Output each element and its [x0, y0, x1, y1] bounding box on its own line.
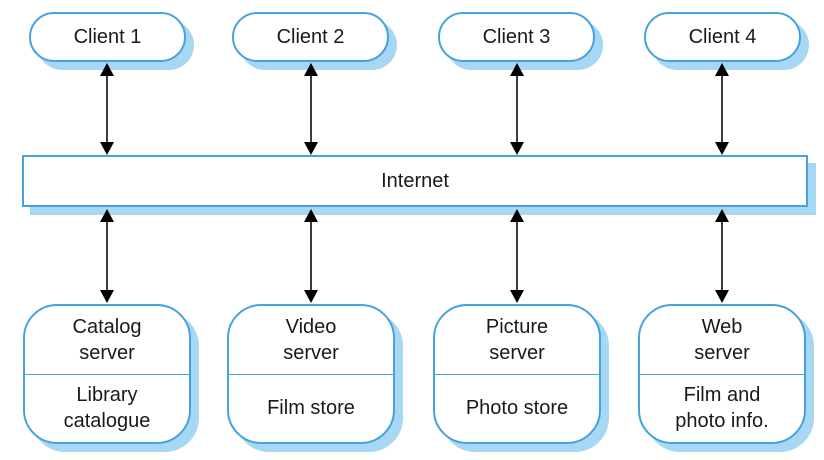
client4-internet-arrow: [714, 63, 730, 155]
client-3-label: Client 3: [482, 26, 551, 48]
arrow-up-head: [304, 63, 318, 76]
server-store-line: catalogue: [63, 410, 151, 433]
client2-internet-arrow: [303, 63, 319, 155]
server-divider: [435, 373, 599, 375]
server-divider: [640, 373, 804, 375]
arrow-up-head: [100, 209, 114, 222]
arrow-shaft: [516, 76, 518, 142]
arrow-up-head: [510, 63, 524, 76]
client-4-label: Client 4: [688, 26, 757, 48]
internet-web-server-arrow: [714, 209, 730, 303]
client-1-label: Client 1: [73, 26, 142, 48]
server-divider: [25, 373, 189, 375]
arrow-shaft: [106, 222, 108, 290]
web-server-node: Web server Film and photo info.: [638, 304, 806, 444]
picture-server-node: Picture server Photo store: [433, 304, 601, 444]
client-2-node: Client 2: [232, 12, 389, 62]
arrow-shaft: [516, 222, 518, 290]
arrow-shaft: [721, 76, 723, 142]
arrow-down-down: [715, 142, 729, 155]
client3-internet-arrow: [509, 63, 525, 155]
arrow-up-head: [304, 209, 318, 222]
arrow-down-head: [510, 142, 524, 155]
arrow-shaft: [310, 76, 312, 142]
client-4-node: Client 4: [644, 12, 801, 62]
server-name: Picture server: [435, 306, 599, 374]
arrow-down-head: [715, 290, 729, 303]
server-name-line: Picture: [485, 315, 549, 338]
server-store: Photo store: [435, 375, 599, 443]
server-name: Catalog server: [25, 306, 189, 374]
server-name-line: server: [79, 341, 135, 364]
internet-video-server-arrow: [303, 209, 319, 303]
server-name-line: server: [489, 341, 545, 364]
arrow-shaft: [721, 222, 723, 290]
server-store: Film and photo info.: [640, 375, 804, 443]
arrow-down-head: [304, 290, 318, 303]
server-divider: [229, 373, 393, 375]
client-1-node: Client 1: [29, 12, 186, 62]
arrow-down-head: [100, 142, 114, 155]
server-store-line: Library: [76, 384, 138, 407]
server-store-line: Film and: [683, 384, 761, 407]
internet-label: Internet: [381, 169, 449, 192]
client1-internet-arrow: [99, 63, 115, 155]
server-name-line: Video: [285, 315, 337, 338]
server-name-line: server: [283, 341, 339, 364]
server-store: Library catalogue: [25, 375, 189, 443]
catalog-server-node: Catalog server Library catalogue: [23, 304, 191, 444]
internet-bar: Internet: [22, 155, 808, 207]
server-store-line: Film store: [267, 397, 355, 420]
server-name: Video server: [229, 306, 393, 374]
internet-picture-server-arrow: [509, 209, 525, 303]
video-server-node: Video server Film store: [227, 304, 395, 444]
arrow-shaft: [310, 222, 312, 290]
server-name-line: server: [694, 341, 750, 364]
arrow-down-head: [304, 142, 318, 155]
arrow-down-head: [510, 290, 524, 303]
server-store-line: Photo store: [465, 397, 569, 420]
arrow-up-head: [510, 209, 524, 222]
server-name: Web server: [640, 306, 804, 374]
arrow-down-head: [100, 290, 114, 303]
server-name-line: Web: [701, 315, 743, 338]
client-3-node: Client 3: [438, 12, 595, 62]
server-store: Film store: [229, 375, 393, 443]
arrow-up-head: [715, 209, 729, 222]
arrow-shaft: [106, 76, 108, 142]
arrow-up-head: [715, 63, 729, 76]
arrow-up-head: [100, 63, 114, 76]
server-name-line: Catalog: [72, 315, 142, 338]
server-store-line: photo info.: [675, 410, 769, 433]
client-2-label: Client 2: [276, 26, 345, 48]
internet-catalog-server-arrow: [99, 209, 115, 303]
